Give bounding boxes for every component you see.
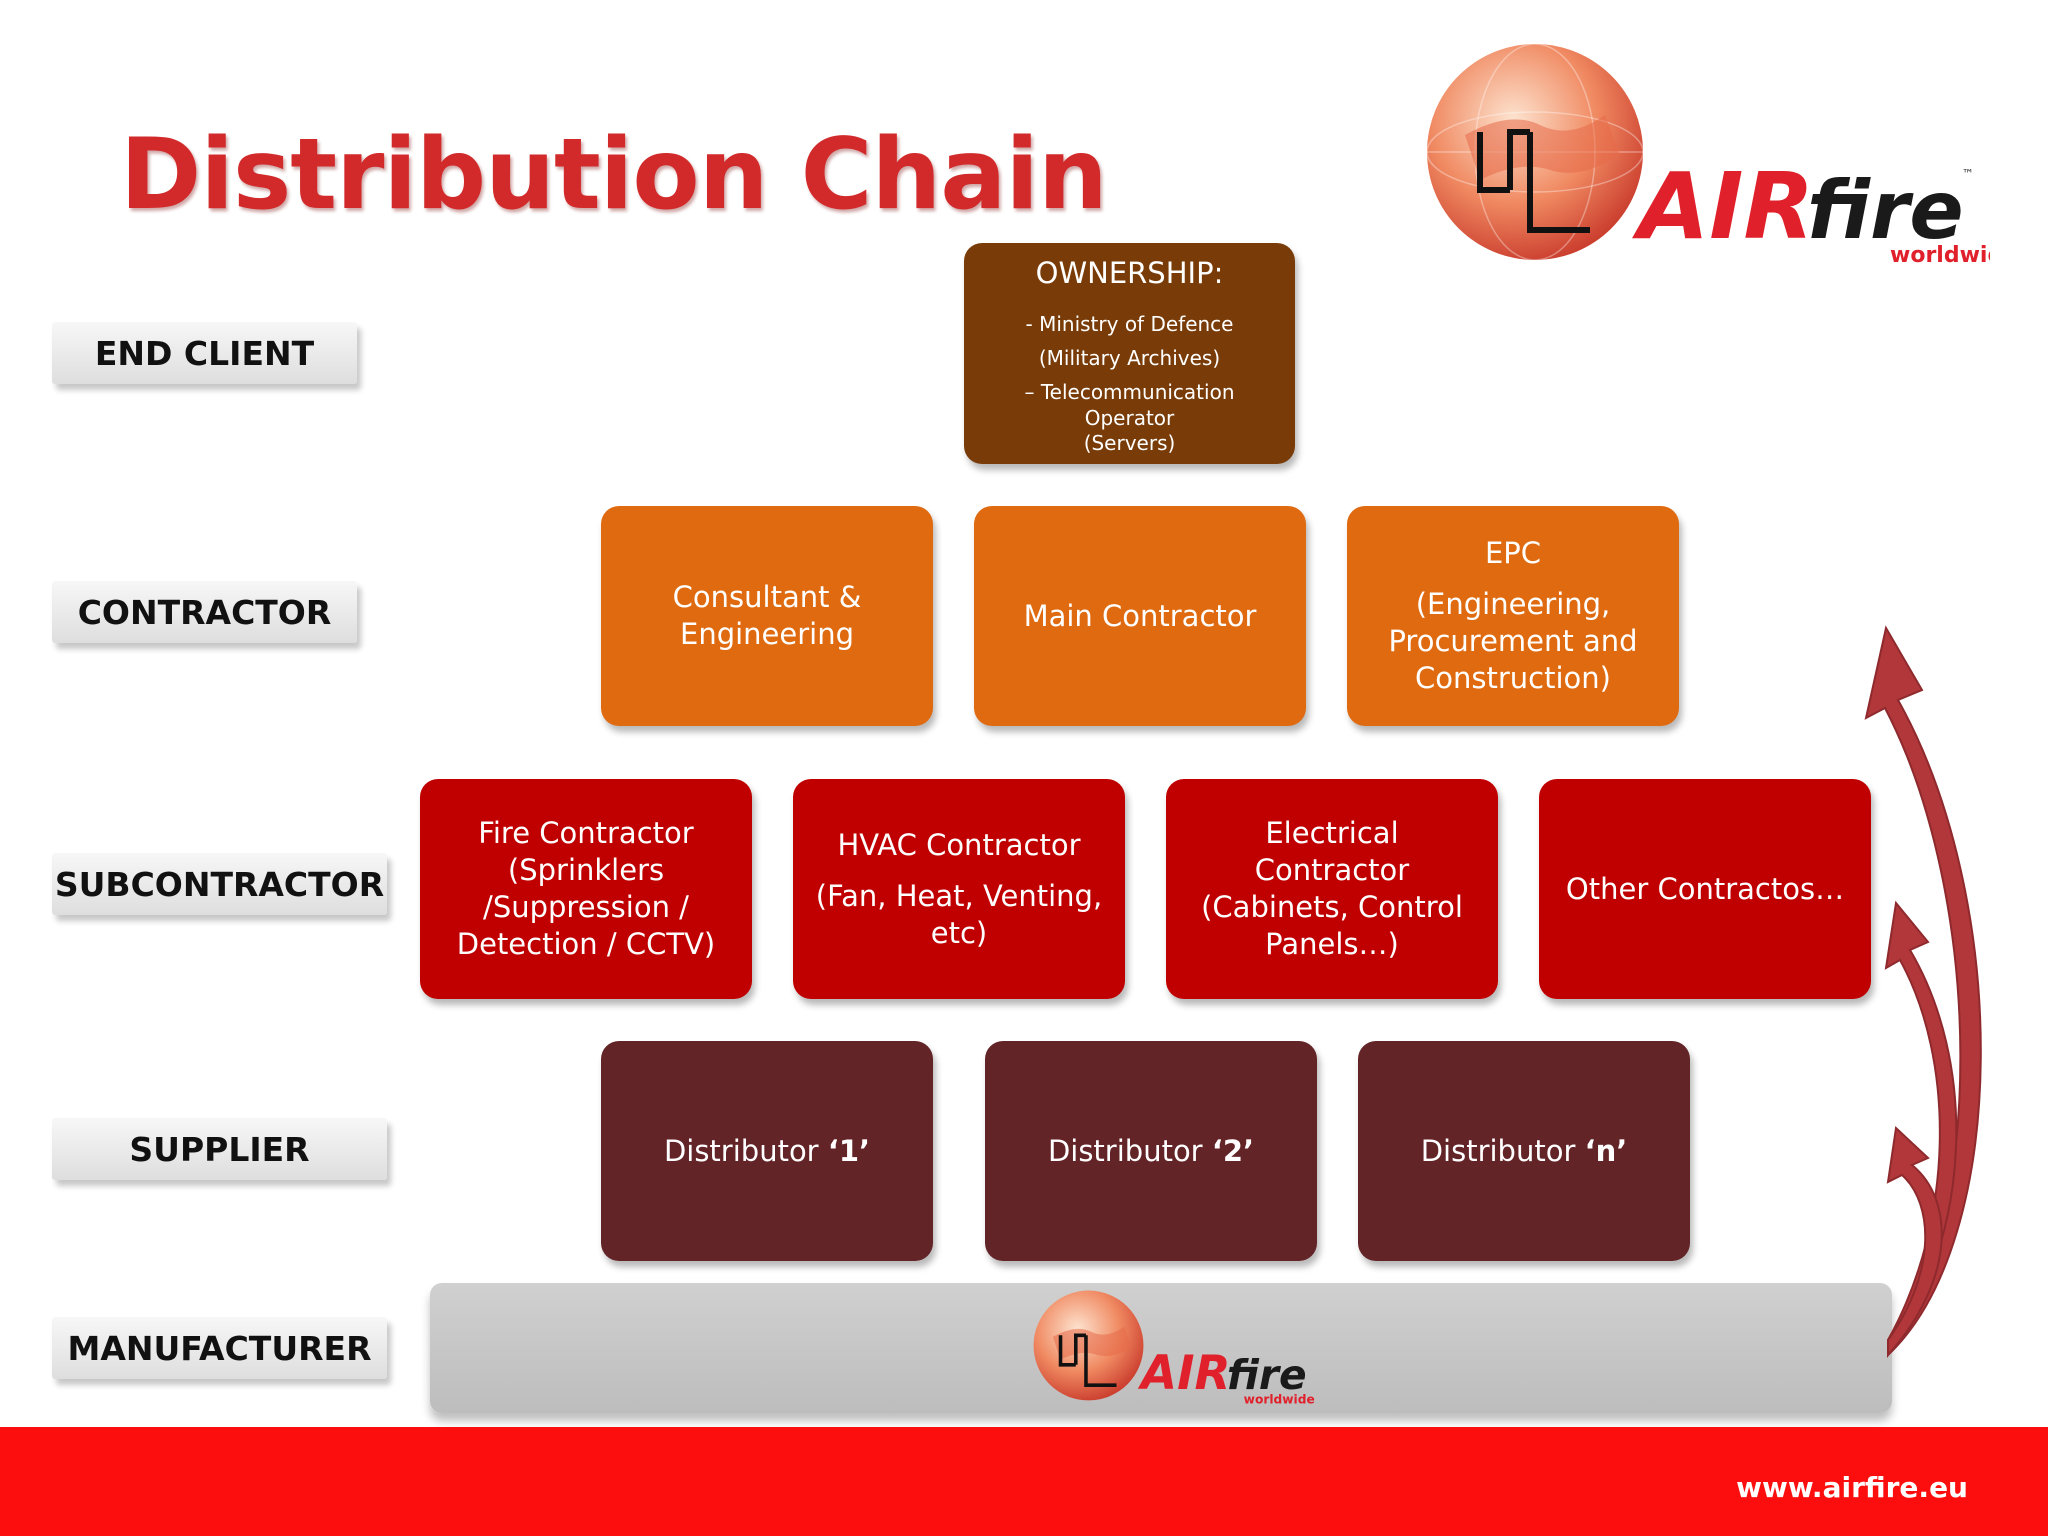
fire-contractor-box: Fire Contractor (Sprinklers /Suppression… xyxy=(420,779,752,999)
footer-bar: www.airfire.eu xyxy=(0,1427,2048,1536)
logo-brand-air: AIR xyxy=(1632,153,1814,260)
hvac-contractor-box: HVAC Contractor (Fan, Heat, Venting, etc… xyxy=(793,779,1125,999)
page-title: Distribution Chain xyxy=(120,118,1108,232)
row-label-subcontractor: SUBCONTRACTOR xyxy=(52,853,387,915)
footer-url: www.airfire.eu xyxy=(1736,1471,1968,1504)
hvac-line-1: (Fan, Heat, Venting, xyxy=(815,878,1103,913)
ownership-heading: OWNERSHIP: xyxy=(1035,255,1224,290)
epc-line-1: (Engineering, xyxy=(1415,587,1611,621)
arrow-to-supplier xyxy=(1886,1125,1943,1358)
fire-line-2: (Sprinklers xyxy=(507,853,665,887)
distributor-1-box: Distributor ‘1’ xyxy=(601,1041,933,1261)
hvac-line-2: etc) xyxy=(930,915,988,950)
other-contractors-label: Other Contractos… xyxy=(1565,871,1845,906)
ownership-line-3: – Telecommunication Operator xyxy=(1024,379,1235,430)
ownership-box: OWNERSHIP: - Ministry of Defence (Milita… xyxy=(964,243,1295,464)
electrical-line-1: Electrical Contractor xyxy=(1254,816,1410,887)
epc-line-3: Construction) xyxy=(1415,661,1611,695)
row-label-end-client: END CLIENT xyxy=(52,322,357,384)
mfg-logo-tagline: worldwide xyxy=(1244,1392,1315,1406)
ownership-line-1: - Ministry of Defence xyxy=(1025,311,1234,336)
row-label-manufacturer: MANUFACTURER xyxy=(52,1317,387,1379)
fire-line-3: /Suppression / xyxy=(483,890,689,924)
ownership-line-2: (Military Archives) xyxy=(1038,345,1221,370)
ownership-line-4: (Servers) xyxy=(1083,430,1176,455)
mfg-logo-brand-fire: fire xyxy=(1227,1351,1307,1399)
electrical-line-2: (Cabinets, Control xyxy=(1201,890,1463,924)
hvac-title: HVAC Contractor xyxy=(837,827,1081,862)
row-label-contractor: CONTRACTOR xyxy=(52,581,357,643)
mfg-logo-brand-air: AIR xyxy=(1137,1347,1231,1401)
distributor-n-label: Distributor ‘n’ xyxy=(1420,1133,1628,1168)
consultant-line-2: Engineering xyxy=(680,617,854,651)
electrical-contractor-box: Electrical Contractor (Cabinets, Control… xyxy=(1166,779,1498,999)
distributor-2-box: Distributor ‘2’ xyxy=(985,1041,1317,1261)
airfire-logo: AIR fire worldwide ™ xyxy=(1426,43,1990,268)
distributor-1-label: Distributor ‘1’ xyxy=(663,1133,871,1168)
logo-brand-fire: fire xyxy=(1807,164,1964,257)
arrow-to-subcontractor xyxy=(1884,900,1958,1359)
main-contractor-label: Main Contractor xyxy=(1023,598,1257,633)
epc-title: EPC xyxy=(1484,536,1542,570)
distributor-n-box: Distributor ‘n’ xyxy=(1358,1041,1690,1261)
consultant-engineering-box: Consultant & Engineering xyxy=(601,506,933,726)
arrow-to-contractor xyxy=(1864,625,1982,1358)
epc-line-2: Procurement and xyxy=(1388,624,1638,658)
other-contractors-box: Other Contractos… xyxy=(1539,779,1871,999)
fire-line-1: Fire Contractor xyxy=(478,816,694,850)
consultant-line-1: Consultant & xyxy=(672,580,862,614)
logo-tagline: worldwide xyxy=(1890,243,1990,268)
row-label-supplier: SUPPLIER xyxy=(52,1118,387,1180)
epc-box: EPC (Engineering, Procurement and Constr… xyxy=(1347,506,1679,726)
main-contractor-box: Main Contractor xyxy=(974,506,1306,726)
manufacturer-airfire-logo: AIR fire worldwide xyxy=(1033,1290,1315,1406)
logo-trademark: ™ xyxy=(1962,167,1974,181)
electrical-line-3: Panels…) xyxy=(1265,927,1399,961)
manufacturer-bar xyxy=(430,1283,1892,1413)
distributor-2-label: Distributor ‘2’ xyxy=(1047,1133,1255,1168)
fire-line-4: Detection / CCTV) xyxy=(456,927,716,961)
